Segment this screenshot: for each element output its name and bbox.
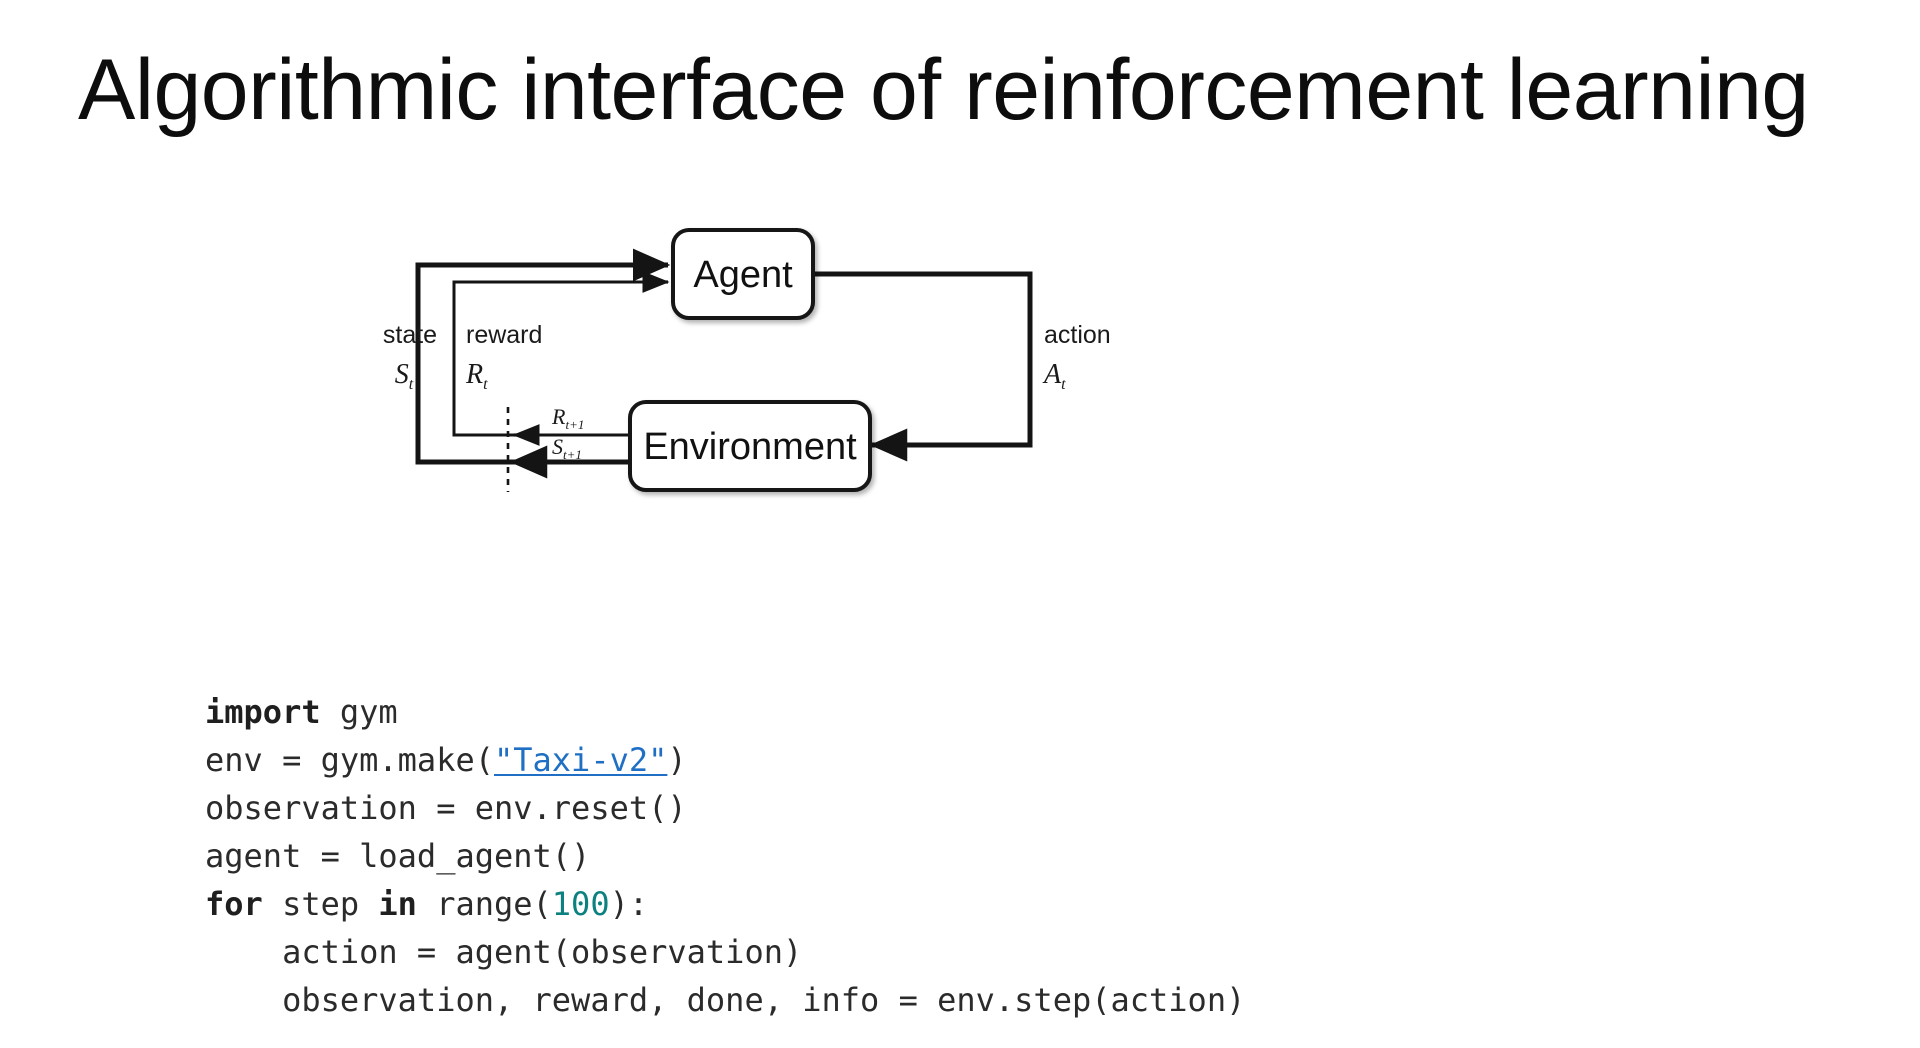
state-word-label: state (383, 321, 437, 349)
rl-loop-diagram-svg: Agent Environment state St reward Rt act… (383, 228, 1111, 492)
rl-loop-diagram: Agent Environment state St reward Rt act… (380, 210, 1180, 530)
agent-label: Agent (693, 254, 793, 296)
code-token: ): (609, 885, 649, 923)
environment-box (628, 400, 872, 492)
code-token: observation, reward, done, info = env.st… (205, 981, 1246, 1019)
environment-node: Environment (628, 400, 872, 492)
code-line: env = gym.make("Taxi-v2") (205, 736, 1245, 784)
code-line: observation, reward, done, info = env.st… (205, 976, 1245, 1024)
state-label-group: state St (383, 321, 437, 393)
code-token: import (205, 693, 321, 731)
code-token: action = agent(observation) (205, 933, 803, 971)
code-token: range( (416, 885, 552, 923)
code-token: gym (320, 693, 398, 731)
action-label-group: action At (1042, 321, 1111, 393)
reward-symbol-label: Rt (465, 359, 488, 393)
action-word-label: action (1044, 321, 1111, 349)
page-title: Algorithmic interface of reinforcement l… (78, 42, 1809, 138)
agent-box (671, 228, 815, 320)
agent-node: Agent (671, 228, 815, 320)
code-line: observation = env.reset() (205, 784, 1245, 832)
next-reward-symbol-label: Rt+1 (551, 404, 584, 432)
code-token: agent = load_agent() (205, 837, 591, 875)
code-line: action = agent(observation) (205, 928, 1245, 976)
environment-label: Environment (643, 426, 857, 468)
code-token: for (205, 885, 263, 923)
reward-word-label: reward (466, 321, 542, 349)
code-token: in (378, 885, 417, 923)
code-link-env-id[interactable]: "Taxi-v2" (493, 741, 668, 779)
code-token: 100 (551, 885, 610, 923)
action-symbol-label: At (1042, 359, 1066, 393)
code-token: env = gym.make( (205, 741, 494, 779)
action-edge (812, 271, 1033, 462)
next-state-symbol-label: St+1 (552, 434, 582, 462)
code-token: step (262, 885, 379, 923)
code-token: observation = env.reset() (205, 789, 687, 827)
code-token: ) (667, 741, 687, 779)
reward-label-group: reward Rt (465, 321, 542, 393)
code-line: for step in range(100): (205, 880, 1245, 928)
code-line: agent = load_agent() (205, 832, 1245, 880)
state-symbol-label: St (395, 359, 414, 393)
code-line: import gym (205, 688, 1245, 736)
